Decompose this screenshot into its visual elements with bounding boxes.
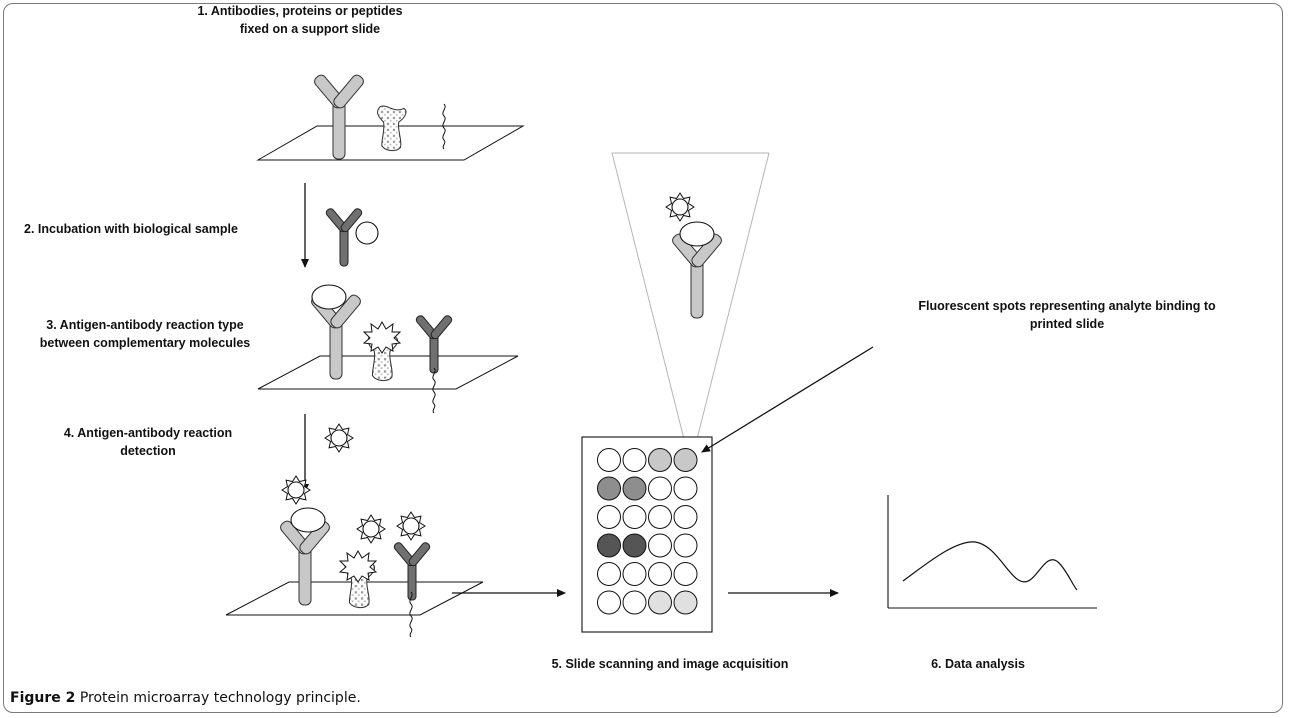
- stage4-burst: [338, 549, 378, 583]
- array-spot: [648, 448, 672, 472]
- step1-label: 1. Antibodies, proteins or peptides fixe…: [100, 2, 500, 38]
- step1-line1: 1. Antibodies, proteins or peptides: [197, 4, 403, 18]
- annotation-label: Fluorescent spots representing analyte b…: [862, 297, 1272, 333]
- stage3-burst: [362, 320, 402, 354]
- array-spot: [673, 448, 698, 472]
- stage4-slide-group: [225, 475, 484, 638]
- array-spot: [597, 505, 621, 529]
- array-spot: [673, 476, 698, 501]
- array-spot: [648, 562, 672, 586]
- array-spot: [648, 533, 672, 558]
- array-spot: [673, 533, 698, 558]
- step3-line1: 3. Antigen-antibody reaction type: [46, 318, 244, 332]
- stage4-antigen: [290, 507, 326, 533]
- annotation-line2: printed slide: [1029, 317, 1105, 331]
- array-spot: [673, 590, 698, 615]
- step6-label: 6. Data analysis: [931, 657, 1025, 671]
- stage1-slide-group: [256, 72, 525, 161]
- stage3-slide-group: [257, 284, 519, 414]
- array-spot: [648, 505, 672, 529]
- step4-label: 4. Antigen-antibody reaction detection: [20, 424, 276, 460]
- array-spot: [673, 562, 698, 586]
- zoom-antigen: [679, 221, 715, 247]
- step5-label: 5. Slide scanning and image acquisition: [551, 657, 789, 671]
- step3-line2: between complementary molecules: [39, 336, 251, 350]
- array-spot: [597, 562, 621, 586]
- stage2-sample-group: [324, 206, 379, 267]
- figure-frame: [3, 3, 1283, 713]
- annotation-arrow: [701, 346, 874, 453]
- array-spot: [622, 590, 647, 615]
- array-spot: [673, 505, 698, 529]
- array-spot: [597, 476, 621, 501]
- array-spot: [597, 448, 621, 472]
- stage4-label-2: [356, 514, 386, 544]
- array-spot: [622, 448, 647, 472]
- plot-curve: [902, 541, 1078, 591]
- annotation-line1: Fluorescent spots representing analyte b…: [918, 299, 1216, 313]
- step4-line1: 4. Antigen-antibody reaction: [63, 426, 233, 440]
- step3-label: 3. Antigen-antibody reaction type betwee…: [10, 316, 280, 352]
- array-spot: [622, 533, 647, 558]
- spot-grid: [597, 448, 698, 615]
- array-spot: [648, 590, 672, 615]
- array-spot: [648, 476, 672, 501]
- stage4-free-label: [324, 423, 354, 453]
- step1-line2: fixed on a support slide: [239, 22, 381, 36]
- step2-label: 2. Incubation with biological sample: [24, 222, 238, 236]
- figure-caption: Figure 2 Protein microarray technology p…: [10, 690, 361, 706]
- caption-prefix: Figure 2: [10, 690, 76, 706]
- zoom-cone: [611, 152, 770, 456]
- array-spot: [597, 590, 621, 615]
- caption-text: Protein microarray technology principle.: [79, 690, 361, 706]
- stage4-label-1: [281, 475, 311, 505]
- array-spot: [597, 533, 621, 558]
- data-plot: [887, 495, 1097, 609]
- array-spot: [622, 562, 647, 586]
- step4-line2: detection: [120, 444, 176, 458]
- stage2-antigen: [355, 221, 379, 245]
- stage4-label-3: [396, 511, 426, 541]
- stage3-antigen: [311, 284, 347, 310]
- zoom-label: [665, 192, 695, 222]
- array-spot: [622, 476, 647, 501]
- array-spot: [622, 505, 647, 529]
